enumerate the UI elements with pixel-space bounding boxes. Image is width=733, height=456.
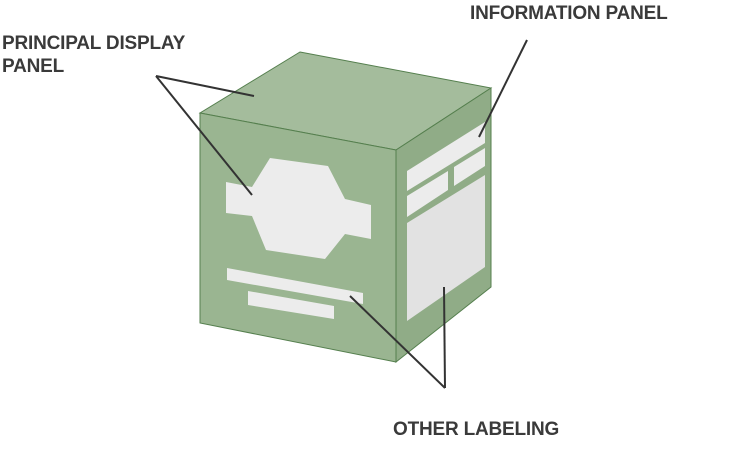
principal-text-bar-2 (248, 291, 334, 319)
principal-label-line1: PRINCIPAL DISPLAY (2, 33, 186, 54)
info-panel-box-left (407, 171, 448, 217)
principal-text-bar-1 (227, 268, 363, 304)
leader-line-other-side (443, 286, 446, 389)
principal-logo-shape (226, 158, 371, 259)
leader-line-principal-front (155, 75, 253, 196)
info-panel-body (407, 175, 485, 321)
information-panel-label: INFORMATION PANEL (470, 3, 668, 24)
other-labeling-label: OTHER LABELING (393, 419, 560, 440)
leader-line-information (478, 39, 528, 138)
info-panel-header (407, 122, 485, 191)
principal-display-panel-label: PRINCIPAL DISPLAY PANEL (2, 32, 185, 78)
leader-line-other-front (349, 295, 446, 389)
leader-line-principal-top (155, 75, 255, 97)
principal-label-line2: PANEL (2, 56, 64, 77)
leader-lines (155, 39, 528, 389)
info-panel-box-right (454, 148, 485, 186)
